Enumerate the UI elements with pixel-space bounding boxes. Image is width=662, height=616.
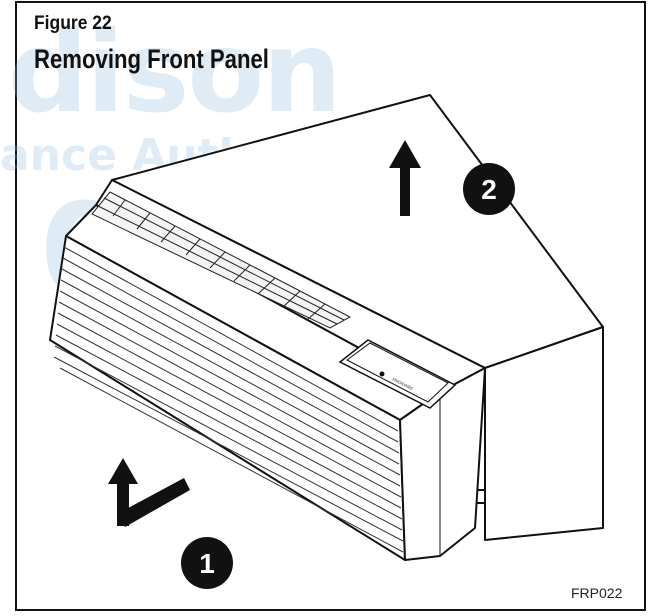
step-2-badge: 2 [463,163,515,215]
front-grille [53,246,404,553]
arrow-up-icon [389,140,421,216]
figure-code: FRP022 [571,585,623,601]
figure-title: Removing Front Panel [34,44,269,74]
step-2-number: 2 [481,174,497,205]
upper-louvers [91,191,352,329]
step-1-number: 1 [199,548,215,579]
control-door: FRIGIDAIRE [338,339,457,409]
cabinet-sleeve [111,94,604,541]
step-1-badge: 1 [181,537,233,589]
brand-logo-icon [379,371,385,377]
figure-number: Figure 22 [34,13,112,34]
arrow-up-and-out-icon [108,458,190,527]
